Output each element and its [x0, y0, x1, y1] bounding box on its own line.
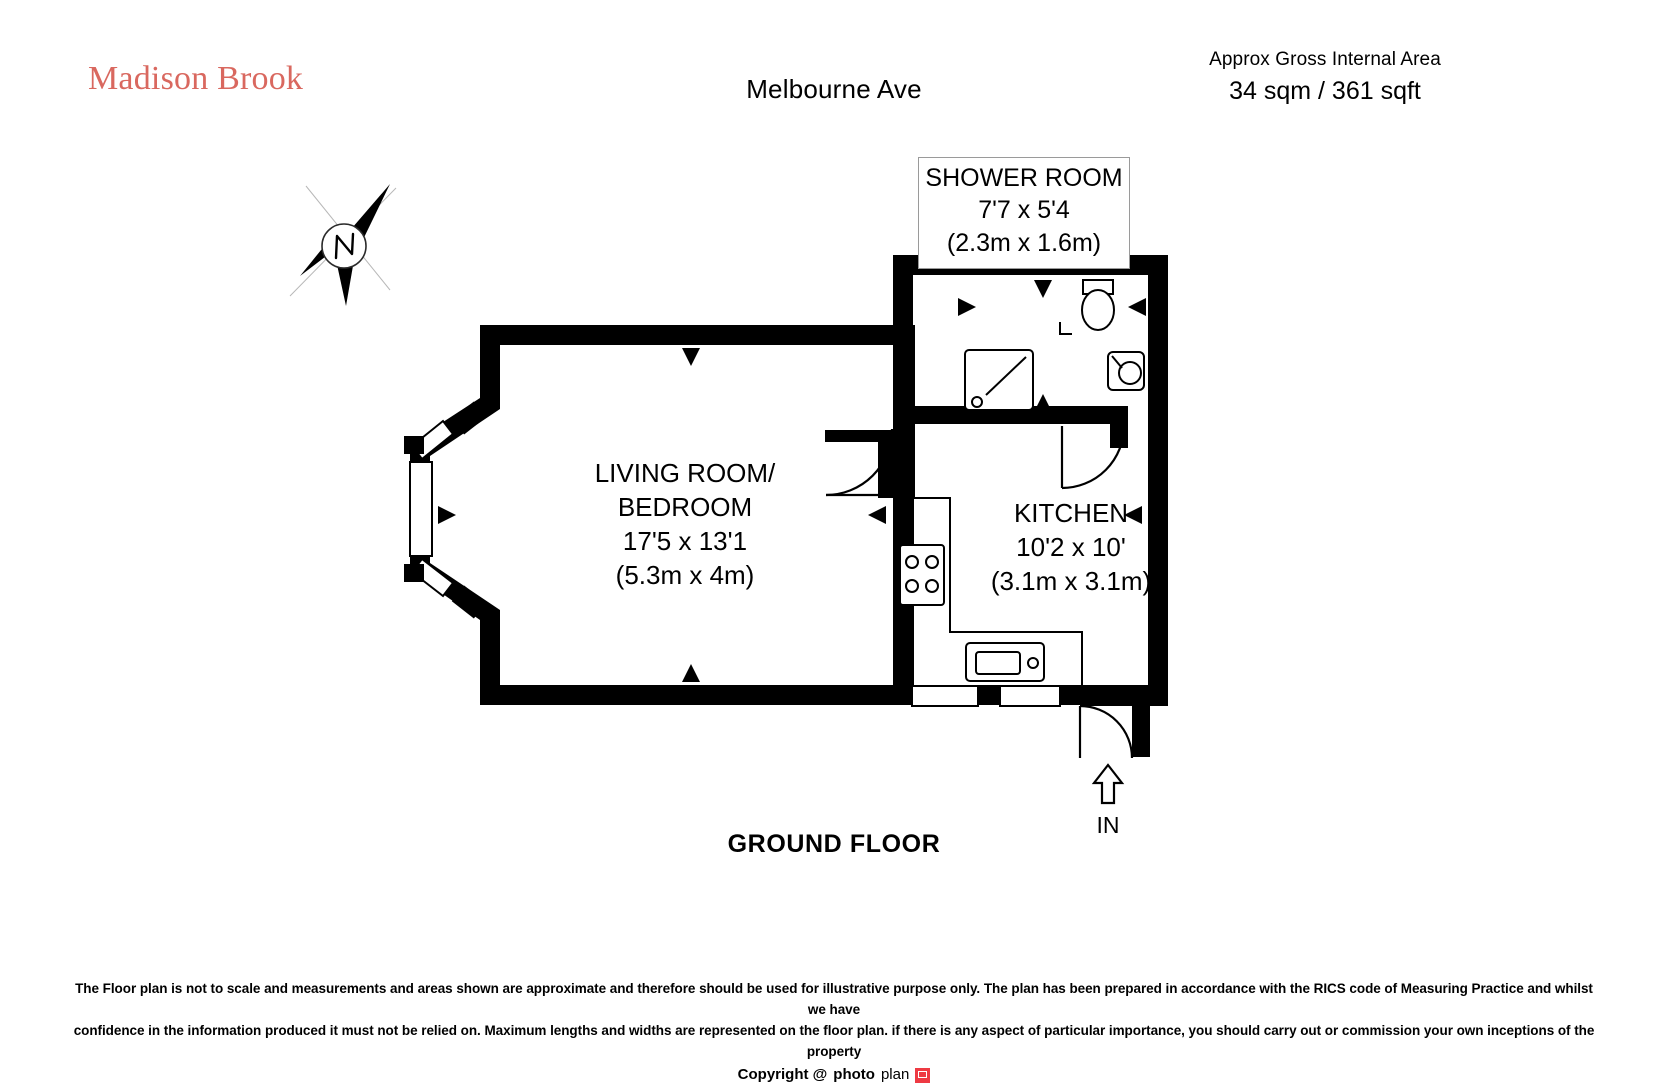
entrance-arrow-icon: [1091, 763, 1125, 805]
area-value: 34 sqm / 361 sqft: [1229, 77, 1421, 105]
shower-room-dim-metric: (2.3m x 1.6m): [946, 229, 1102, 257]
kitchen-name: KITCHEN: [1013, 498, 1129, 528]
room-label-living-room: LIVING ROOM/ BEDROOM 17'5 x 13'1 (5.3m x…: [540, 456, 830, 592]
brand-logo: Madison Brook: [88, 60, 304, 97]
floor-title: GROUND FLOOR: [727, 830, 941, 858]
gross-internal-area: Approx Gross Internal Area 34 sqm / 361 …: [1160, 48, 1490, 108]
shower-room-name: SHOWER ROOM: [925, 164, 1123, 192]
page-title: Melbourne Ave: [746, 74, 922, 104]
living-room-name-line2: BEDROOM: [617, 492, 753, 522]
living-room-dim-imperial: 17'5 x 13'1: [622, 526, 748, 556]
footer: The Floor plan is not to scale and measu…: [0, 978, 1668, 1083]
photoplan-wordmark-light: plan: [880, 1066, 910, 1083]
copyright-text: Copyright @: [737, 1066, 828, 1083]
living-room-name-line1: LIVING ROOM/: [594, 458, 776, 488]
copyright-row: Copyright @ photo plan: [0, 1066, 1668, 1083]
compass-north-icon: [278, 168, 408, 308]
living-room-dim-metric: (5.3m x 4m): [615, 560, 755, 590]
shower-room-dim-imperial: 7'7 x 5'4: [978, 196, 1070, 224]
kitchen-dim-imperial: 10'2 x 10': [1016, 532, 1126, 562]
photoplan-logo-icon: [915, 1068, 931, 1083]
room-label-kitchen: KITCHEN 10'2 x 10' (3.1m x 3.1m): [930, 496, 1212, 598]
entrance-marker: IN: [1078, 763, 1138, 839]
entrance-label: IN: [1096, 812, 1120, 838]
kitchen-dim-metric: (3.1m x 3.1m): [990, 566, 1152, 596]
photoplan-wordmark-bold: photo: [833, 1066, 875, 1083]
disclaimer-line-2: confidence in the information produced i…: [73, 1023, 1595, 1059]
disclaimer-line-1: The Floor plan is not to scale and measu…: [75, 981, 1593, 1017]
area-caption: Approx Gross Internal Area: [1209, 49, 1441, 70]
room-label-shower-room: SHOWER ROOM 7'7 x 5'4 (2.3m x 1.6m): [918, 157, 1130, 269]
